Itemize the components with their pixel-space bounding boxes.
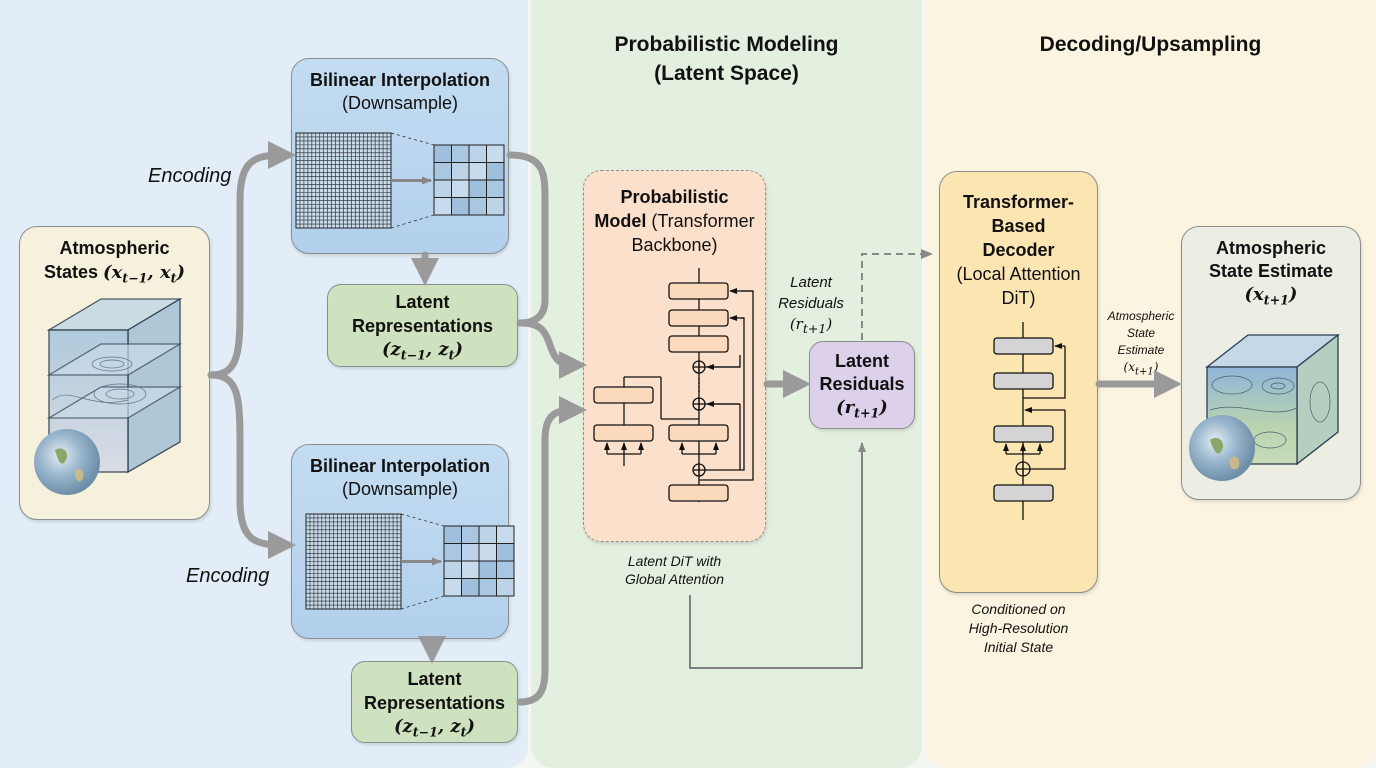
node-title: State Estimate (1208, 261, 1334, 281)
label-math: (xt+1) (1096, 359, 1186, 380)
node-title: Atmospheric (59, 238, 170, 258)
math-symbol: , z (437, 716, 461, 737)
math-symbol: (z (381, 339, 401, 360)
math-subscript: t+1 (854, 405, 880, 421)
node-subtitle: Backbone) (631, 235, 718, 255)
node-subtitle: (Transformer (646, 211, 755, 231)
math-subscript: t (170, 270, 177, 286)
bilinear-interpolation-node-top[interactable]: Bilinear Interpolation (Downsample) (291, 58, 509, 254)
math-subscript: t+1 (1263, 292, 1289, 308)
math-symbol: ) (466, 716, 475, 737)
prob-model-caption: Latent DiT with Global Attention (583, 552, 766, 588)
node-title: Bilinear Interpolation (309, 70, 491, 90)
caption-line: Global Attention (624, 571, 725, 587)
label-line: Estimate (1117, 343, 1165, 357)
node-subtitle: DiT) (1001, 288, 1036, 308)
node-title: Probabilistic (620, 187, 729, 207)
math-symbol: ) (176, 262, 186, 283)
node-title: Transformer- (962, 192, 1075, 212)
latent-residuals-node[interactable]: Latent Residuals (rt+1) (809, 341, 915, 429)
math-symbol: (x (1244, 284, 1264, 305)
label-line: Latent (790, 274, 832, 291)
math-symbol: ) (879, 397, 888, 418)
node-title: Latent (395, 292, 450, 312)
math-symbol: (r (789, 315, 803, 333)
caption-line: Latent DiT with (627, 553, 722, 569)
transformer-decoder-node[interactable]: Transformer- Based Decoder (Local Attent… (939, 171, 1098, 593)
node-title: Representations (351, 316, 494, 336)
label-line: Residuals (778, 295, 844, 312)
probabilistic-panel-title: Probabilistic Modeling (Latent Space) (531, 30, 922, 88)
math-symbol: , z (425, 339, 449, 360)
latent-representations-node-top[interactable]: Latent Representations (zt−1, zt) (327, 284, 518, 367)
label-math: (rt+1) (768, 314, 854, 339)
label-line: Atmospheric (1107, 309, 1175, 323)
node-title-text: States (43, 262, 98, 282)
node-title: Decoder (982, 240, 1055, 260)
node-title: Representations (363, 693, 506, 713)
math-symbol: ) (1288, 284, 1298, 305)
math-subscript: t−1 (412, 724, 438, 740)
math-subscript: t−1 (400, 347, 426, 363)
latent-residuals-label: Latent Residuals (rt+1) (768, 272, 854, 339)
math-subscript: t−1 (122, 270, 148, 286)
math-subscript: t (448, 347, 455, 363)
atmospheric-state-estimate-node[interactable]: Atmospheric State Estimate (xt+1) (1181, 226, 1361, 500)
math-symbol: ) (826, 315, 833, 333)
node-title-math: States (xt−1, xt) (20, 260, 209, 291)
atmospheric-states-node[interactable]: Atmospheric States (xt−1, xt) (19, 226, 210, 520)
label-line: State (1126, 326, 1156, 340)
panel-title-line: Probabilistic Modeling (614, 33, 839, 56)
math-symbol: ) (1153, 360, 1159, 374)
node-subtitle: (Downsample) (341, 93, 459, 113)
math-subscript: t+1 (1135, 366, 1154, 378)
panel-title-line: (Latent Space) (654, 62, 799, 85)
node-subtitle: (Local Attention (956, 264, 1081, 284)
math-symbol: (r (836, 397, 855, 418)
node-title: Latent (835, 351, 889, 371)
node-title: Atmospheric (1215, 238, 1327, 258)
math-symbol: (z (393, 716, 413, 737)
math-subscript: t+1 (802, 321, 827, 336)
probabilistic-model-node[interactable]: Probabilistic Model (Transformer Backbon… (583, 170, 766, 542)
latent-representations-node-bottom[interactable]: Latent Representations (zt−1, zt) (351, 661, 518, 743)
node-math: (rt+1) (810, 396, 914, 425)
decoder-caption: Conditioned on High-Resolution Initial S… (939, 600, 1098, 657)
node-math: (zt−1, zt) (328, 338, 517, 368)
node-title: Model (594, 211, 647, 231)
estimate-arrow-label: Atmospheric State Estimate (xt+1) (1096, 308, 1186, 380)
math-symbol: , x (147, 262, 171, 283)
decoding-panel-title: Decoding/Upsampling (1039, 33, 1262, 56)
node-math: (xt+1) (1182, 283, 1360, 312)
node-title: Bilinear Interpolation (309, 456, 491, 476)
caption-line: High-Resolution (968, 620, 1069, 636)
math-subscript: t (460, 724, 467, 740)
node-title: Latent (407, 669, 462, 689)
math-symbol: (x (1123, 360, 1135, 374)
math-symbol: ) (454, 339, 463, 360)
node-title: Based (991, 216, 1046, 236)
encoding-label-bottom: Encoding (186, 565, 270, 587)
caption-line: Conditioned on (971, 601, 1066, 617)
caption-line: Initial State (983, 639, 1054, 655)
node-math: (zt−1, zt) (352, 715, 517, 745)
math-symbol: (x (103, 262, 123, 283)
bilinear-interpolation-node-bottom[interactable]: Bilinear Interpolation (Downsample) (291, 444, 509, 639)
node-title: Residuals (819, 374, 905, 394)
encoding-label-top: Encoding (148, 165, 232, 187)
node-subtitle: (Downsample) (341, 479, 459, 499)
